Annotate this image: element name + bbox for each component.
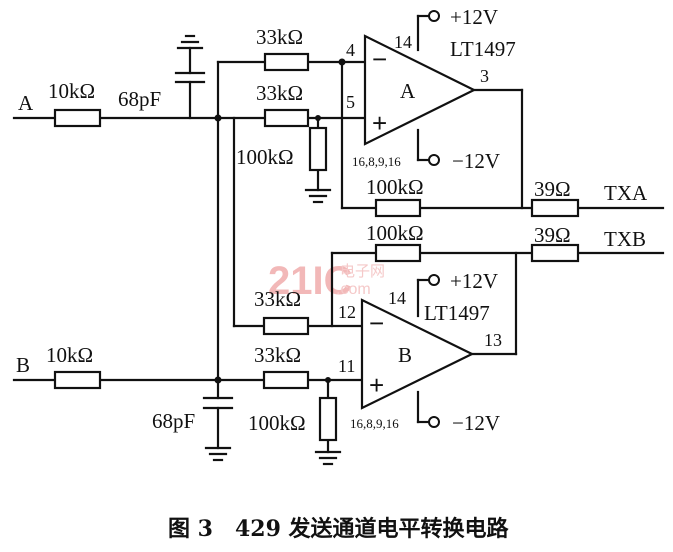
resistor-a-feedback [374, 198, 422, 218]
op-amp-a-plus: + [372, 108, 387, 138]
terminal-a-vpos [428, 10, 440, 22]
vpos-a: +12V [450, 5, 498, 29]
op-amp-a-minus: − [372, 44, 387, 74]
pin-a-inv: 4 [346, 40, 355, 60]
resistor-a-noninv [263, 108, 310, 128]
terminal-a-vneg [428, 154, 440, 166]
terminal-b-vpos [428, 274, 440, 286]
op-amp-a: − + A [363, 34, 477, 146]
r-b-ground-value: 100kΩ [248, 411, 306, 435]
resistor-b-feedback [374, 243, 422, 263]
pin-b-inv: 12 [338, 302, 356, 322]
resistor-b-ground [318, 396, 338, 442]
op-amp-b-minus: − [369, 308, 384, 338]
ground-icon [176, 34, 204, 50]
r-a-noninv-value: 33kΩ [256, 81, 303, 105]
c-a-value: 68pF [118, 87, 161, 111]
labels: A 10kΩ 68pF 33kΩ 33kΩ 4 5 14 +12V LT1497… [16, 5, 648, 435]
pin-a-ground: 16,8,9,16 [352, 154, 401, 169]
r-in-a-value: 10kΩ [48, 79, 95, 103]
vpos-b: +12V [450, 269, 498, 293]
junctions [214, 58, 346, 384]
c-b-value: 68pF [152, 409, 195, 433]
pin-a-supply: 14 [394, 32, 412, 52]
net-b-label: B [16, 353, 30, 377]
op-amp-b-plus: + [369, 370, 384, 400]
pin-b-ground: 16,8,9,16 [350, 416, 399, 431]
op-amp-a-label: A [400, 79, 416, 103]
watermark-cn: 电子网 [340, 263, 385, 280]
ground-icon [304, 188, 332, 204]
r-a-feedback-value: 100kΩ [366, 175, 424, 199]
capacitor-a [174, 71, 206, 84]
resistor-a-out [530, 198, 580, 218]
resistor-b-noninv [262, 370, 310, 390]
pin-a-noninv: 5 [346, 92, 355, 112]
r-b-inv-value: 33kΩ [254, 287, 301, 311]
r-b-feedback-value: 100kΩ [366, 221, 424, 245]
pin-a-out: 3 [480, 66, 489, 86]
part-b: LT1497 [424, 301, 490, 325]
pin-b-supply: 14 [388, 288, 406, 308]
pin-b-noninv: 11 [338, 356, 355, 376]
watermark-logo: 21IC [268, 259, 353, 303]
op-amp-b-label: B [398, 343, 412, 367]
resistor-b-inv [262, 316, 310, 336]
r-b-out-value: 39Ω [534, 223, 571, 247]
r-in-b-value: 10kΩ [46, 343, 93, 367]
watermark: 21IC 电子网 .com [268, 259, 385, 303]
watermark-com: .com [336, 281, 371, 298]
r-a-ground-value: 100kΩ [236, 145, 294, 169]
ground-icon [314, 450, 342, 466]
resistor-in-a [53, 108, 102, 128]
vneg-a: −12V [452, 149, 500, 173]
r-b-noninv-value: 33kΩ [254, 343, 301, 367]
net-a-label: A [18, 91, 34, 115]
net-txb-label: TXB [604, 227, 646, 251]
capacitor-b [202, 396, 234, 410]
net-txa-label: TXA [604, 181, 648, 205]
resistor-in-b [53, 370, 102, 390]
figure-caption: 图 3 429 发送通道电平转换电路 [168, 516, 510, 542]
resistor-b-out [530, 243, 580, 263]
resistor-a-ground [308, 126, 328, 172]
r-a-inv-value: 33kΩ [256, 25, 303, 49]
ground-icon [204, 446, 232, 462]
resistor-a-inv [263, 52, 310, 72]
op-amp-b: − + B [360, 298, 475, 410]
pin-b-out: 13 [484, 330, 502, 350]
part-a: LT1497 [450, 37, 516, 61]
r-a-out-value: 39Ω [534, 177, 571, 201]
terminal-b-vneg [428, 416, 440, 428]
vneg-b: −12V [452, 411, 500, 435]
resistors [53, 52, 580, 442]
